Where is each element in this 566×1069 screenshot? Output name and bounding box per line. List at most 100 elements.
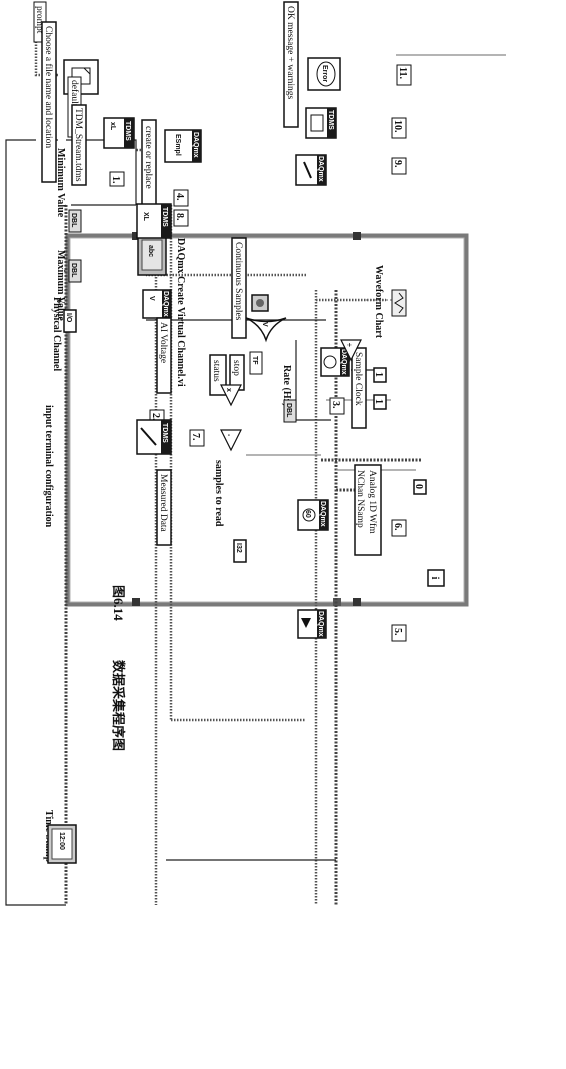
or-gate <box>245 317 287 343</box>
svg-text:XL: XL <box>142 212 149 222</box>
step-10-label: 10. <box>392 120 403 133</box>
svg-text:DAQmx: DAQmx <box>192 132 199 158</box>
samples-to-read-type: I32 <box>235 543 242 553</box>
default-value-text: TDM_Stream.tdms <box>73 108 83 182</box>
tdms-open-icon[interactable]: TDMS xL <box>103 117 135 149</box>
svg-text:-: - <box>225 434 232 437</box>
daqmx-clear-task-icon[interactable]: DAQmx <box>295 154 327 186</box>
samples-to-read-control[interactable] <box>233 539 247 563</box>
analog-1d-wfm-selector[interactable] <box>354 464 382 556</box>
measured-data-text: Measured Data <box>158 474 168 533</box>
svg-text:TDMS: TDMS <box>327 110 334 130</box>
loop-index-label: i <box>429 577 440 580</box>
ok-message-enum[interactable] <box>283 1 299 128</box>
svg-text:TDMS: TDMS <box>124 121 131 141</box>
ai-voltage-selector[interactable] <box>156 317 172 394</box>
constant-one-b-text: 1 <box>373 372 384 377</box>
stop-text: stop <box>231 360 241 376</box>
svg-text:x: x <box>225 388 232 392</box>
stop-type: TF <box>251 356 258 365</box>
physical-channel-label: Physical Channel <box>51 297 62 371</box>
svg-text:DAQmx: DAQmx <box>319 501 326 527</box>
rate-type: DBL <box>285 403 292 418</box>
svg-text:V: V <box>148 296 155 301</box>
svg-text:DAQmx: DAQmx <box>162 291 169 317</box>
svg-text:÷: ÷ <box>345 343 352 347</box>
tdms-error-merge-icon[interactable]: TDMS <box>305 107 337 139</box>
minimum-value-control[interactable] <box>68 209 82 233</box>
continuous-samples-text: Continuous Samples <box>233 242 243 321</box>
svg-text:DAQmx: DAQmx <box>317 611 324 637</box>
loop-iteration-terminal <box>427 569 445 587</box>
tdms-close-icon[interactable]: TDMS XL <box>136 203 172 239</box>
constant-zero[interactable] <box>413 479 427 495</box>
sample-clock-text: Sample Clock <box>353 352 363 406</box>
physical-channel-control[interactable] <box>63 309 77 333</box>
rate-control[interactable] <box>283 399 297 423</box>
default-value-constant[interactable] <box>71 104 87 186</box>
waveform-chart-label: Waveform Chart <box>373 265 384 339</box>
constant-one-a-text: 1 <box>373 399 384 404</box>
svg-text:abc: abc <box>147 245 154 257</box>
svg-text:xL: xL <box>109 122 116 131</box>
svg-text:TDMS: TDMS <box>161 207 168 227</box>
daqmx-tdms-logging-icon[interactable]: DAQmx ESmpl <box>164 129 202 163</box>
continuous-samples-enum[interactable] <box>231 237 247 339</box>
constant-zero-text: 0 <box>413 484 424 489</box>
svg-text:TDMS: TDMS <box>161 423 168 443</box>
daqmx-start-task-icon[interactable]: DAQmx <box>297 609 327 639</box>
svg-text:ESmpl: ESmpl <box>174 134 181 156</box>
status-text: status <box>211 360 221 382</box>
minimum-value-label: Minimum Value <box>55 148 66 218</box>
analog-1d-wfm-text: Analog 1D Wfm <box>367 470 378 534</box>
prompt-string-constant[interactable] <box>41 21 57 183</box>
daqmx-read-icon[interactable]: DAQmx 60 <box>297 499 329 531</box>
input-terminal-config-label: input terminal configuration <box>43 405 54 528</box>
measured-data-constant[interactable] <box>156 469 172 546</box>
prompt-text: Choose a file name and location <box>43 26 54 148</box>
step-9-label: 9. <box>392 160 403 168</box>
step-8-label: 8. <box>174 213 185 221</box>
nchan-nsamp-text: NChan NSamp <box>355 470 365 528</box>
waveform-chart-terminal[interactable] <box>391 289 407 317</box>
ok-message-text: OK message + warnings <box>285 6 295 100</box>
rate-label: Rate (Hz) <box>281 365 292 406</box>
step-1-label: 1. <box>110 176 121 184</box>
error-handler-icon[interactable]: Error <box>307 57 341 91</box>
create-or-replace-text: create or replace <box>143 126 153 189</box>
maximum-value-label: Maximum Value <box>55 250 66 321</box>
ai-voltage-text: AI Voltage <box>158 322 168 363</box>
step-7-label: 7. <box>190 433 201 441</box>
svg-text:Error: Error <box>321 65 328 82</box>
maximum-value-type: DBL <box>70 263 77 278</box>
step-5-label: 5. <box>392 628 403 636</box>
svg-text:12:00: 12:00 <box>58 832 65 850</box>
tdms-write-icon[interactable]: TDMS <box>136 419 172 455</box>
divide-node <box>340 339 362 362</box>
daqmx-timing-icon[interactable]: DAQmx <box>320 347 350 377</box>
step-6-label: 6. <box>392 523 403 531</box>
subtract-node <box>220 429 242 452</box>
maximum-value-control[interactable] <box>68 259 82 283</box>
svg-text:60: 60 <box>304 510 311 518</box>
multiply-node <box>220 384 242 407</box>
daqmx-create-channel-icon[interactable]: DAQmx V <box>142 289 172 319</box>
sample-clock-selector[interactable] <box>351 347 367 429</box>
step-2-label: 2. <box>150 413 161 421</box>
svg-text:DAQmx: DAQmx <box>317 156 324 182</box>
minimum-value-type: DBL <box>70 213 77 228</box>
svg-text:DAQmx: DAQmx <box>340 349 347 375</box>
step-11-label: 11. <box>397 67 408 79</box>
prompt-label: prompt <box>34 6 44 34</box>
figure-title: 数据采集程序图 <box>111 660 126 751</box>
samples-to-read-label: samples to read <box>213 460 224 527</box>
figure-label: 图6.14 <box>111 585 126 621</box>
constant-one-b[interactable] <box>373 367 387 383</box>
svg-text:V: V <box>261 322 268 327</box>
step-4-label: 4. <box>174 193 185 201</box>
create-virtual-channel-label: DAQmx Create Virtual Channel.vi <box>175 238 186 387</box>
physical-channel-type: I/O <box>65 313 72 323</box>
constant-one-a[interactable] <box>373 394 387 410</box>
while-loop[interactable] <box>65 233 469 607</box>
